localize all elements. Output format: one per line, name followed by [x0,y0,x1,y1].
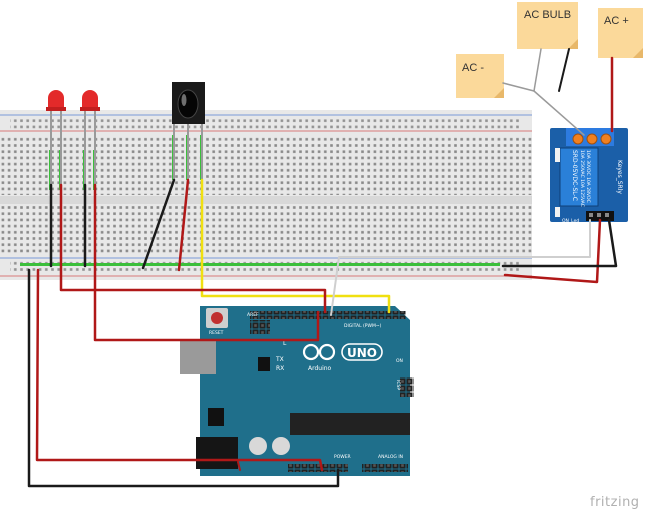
relay-coil-box [559,147,599,207]
chip-small [258,357,270,371]
wire-white [330,219,591,316]
arduino-brand-label: Arduino [308,365,332,372]
wire-black [141,178,176,270]
digital-header [250,311,406,319]
relay-rating-2: 10A 30VDC 10A 28VDC [585,150,591,203]
wire-gray [533,48,542,92]
relay-component [555,207,560,217]
icsp2-header [400,377,414,397]
wire-red [93,183,320,342]
relay-module: SRD-05VDC-SL-C 10A 250VAC 10A 125VAC 10A… [550,128,628,224]
tx-label: TX [275,356,284,363]
wire-red [35,268,324,472]
wires [27,48,618,488]
voltage-regulator [208,408,224,426]
relay-led-label: ON_Led [562,218,579,224]
led-1 [46,90,66,192]
analog-label: ANALOG IN [378,454,403,460]
analog-header [362,464,408,472]
fritzing-watermark: fritzing [590,495,640,510]
wire-black [501,218,618,268]
led-2 [80,90,100,192]
wire-red [503,218,602,284]
relay-model-label: SRD-05VDC-SL-C [571,150,578,201]
power-jack [196,437,238,469]
relay-screw-terminal [572,133,584,145]
usb-port [180,340,216,374]
breadboard [0,110,532,280]
wire-black [27,268,340,488]
wire-black [558,48,570,92]
uno-label: UNO [347,346,377,360]
arduino-uno: RESET DIGITAL (PWM~) L TX RX UNO Arduino… [180,306,414,476]
atmega-chip [290,413,410,435]
icsp-label: ICSP [395,380,401,390]
note-ac-bulb-text: AC BULB [524,9,571,21]
note-ac-plus: AC + [598,8,643,58]
relay-screw-terminal [600,133,612,145]
icsp-header [250,320,270,334]
relay-rating-1: 10A 250VAC 10A 125VAC [579,150,585,207]
note-ac-plus-text: AC + [604,15,629,27]
note-ac-minus: AC - [456,54,504,98]
rx-label: RX [276,365,284,372]
wire-yellow [200,178,391,314]
ir-receiver [172,82,205,180]
on-label: ON [396,358,403,364]
aref-label: AREF [247,312,259,318]
l-label: L [283,340,287,347]
capacitor [249,437,267,455]
reset-label: RESET [209,330,224,336]
relay-screw-terminal [586,133,598,145]
digital-label: DIGITAL (PWM~) [344,323,382,329]
reset-button-cap [211,312,223,324]
wire-red [237,461,241,471]
breadboard-center-channel [0,196,532,204]
power-header [288,464,348,472]
wire-red [59,183,327,314]
capacitor [272,437,290,455]
wire-red [177,178,190,272]
arduino-logo: UNO Arduino [302,343,383,372]
note-ac-bulb: AC BULB [517,2,578,49]
power-label: POWER [334,454,351,460]
relay-brand-label: Keyes_SRly [616,160,623,194]
relay-component [555,148,560,162]
note-ac-minus-text: AC - [462,62,484,74]
